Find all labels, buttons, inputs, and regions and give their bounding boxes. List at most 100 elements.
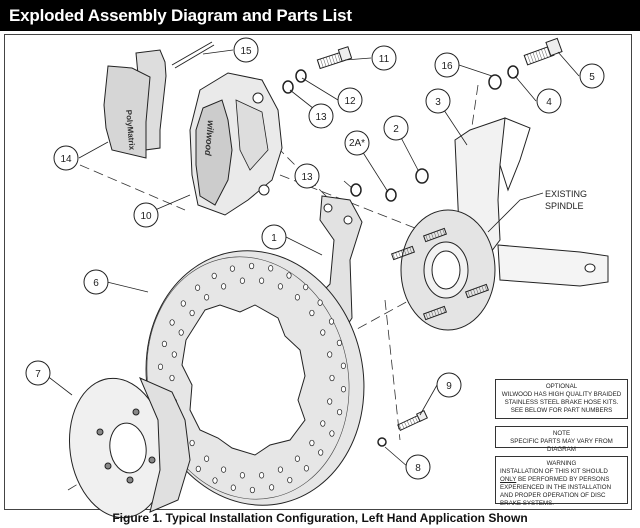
rotor-drill-hole (277, 466, 283, 473)
washer-13-mid (350, 183, 362, 197)
rotor-drill-hole (327, 398, 333, 405)
rotor-drill-hole (169, 319, 175, 326)
callout-3: 3 (425, 88, 451, 114)
rotor-drill-hole (211, 272, 217, 280)
rotor-drill-hole (329, 374, 335, 382)
rotor-drill-hole (189, 439, 195, 447)
callout-10: 10 (133, 202, 159, 228)
rotor-drill-hole (157, 363, 164, 370)
rotor-drill-hole (212, 477, 218, 484)
svg-text:9: 9 (446, 381, 452, 392)
callouts: 15 11 16 5 12 4 13 3 2A* 2 14 13 10 1 6 … (25, 37, 605, 480)
rotor (145, 250, 365, 506)
callout-9: 9 (436, 372, 462, 398)
washer-12 (295, 69, 307, 83)
rotor-drill-hole (329, 430, 335, 437)
pad-brand-text: PolyMatrix (124, 109, 137, 151)
bleed-screw (397, 410, 428, 432)
rotor-drill-hole (230, 484, 236, 491)
svg-text:8: 8 (415, 463, 421, 474)
rotor-drill-hole (268, 265, 274, 272)
svg-text:2A*: 2A* (349, 138, 365, 149)
rotor-drill-hole (229, 265, 235, 272)
rotor-drill-hole (294, 294, 300, 301)
note-body: SPECIFIC PARTS MAY VARY FROM DIAGRAM (510, 438, 613, 453)
rotor-drill-hole (337, 408, 343, 416)
svg-text:16: 16 (441, 61, 453, 72)
optional-note: OPTIONAL WILWOOD HAS HIGH QUALITY BRAIDE… (495, 379, 628, 419)
pad-retainer-pin (171, 41, 215, 69)
rotor-drill-hole (317, 299, 323, 306)
rotor-drill-hole (269, 484, 275, 491)
rotor-drill-hole (309, 439, 315, 447)
caliper-brand-text: wilwood (203, 120, 216, 157)
svg-text:12: 12 (344, 96, 356, 107)
rotor-drill-hole (171, 351, 177, 358)
callout-16: 16 (434, 52, 460, 78)
washer-16 (488, 74, 502, 90)
callout-6: 6 (83, 269, 109, 295)
washer-8 (377, 437, 387, 447)
svg-text:14: 14 (60, 154, 72, 165)
rotor-drill-hole (239, 472, 245, 479)
callout-8: 8 (405, 454, 431, 480)
spindle-label-line1: EXISTING (545, 189, 587, 199)
brake-pads: PolyMatrix (103, 49, 167, 159)
svg-text:6: 6 (93, 278, 99, 289)
rotor-drill-hole (303, 283, 309, 291)
caliper-bolt (316, 46, 353, 70)
optional-note-title: OPTIONAL (545, 383, 578, 390)
washer-2 (415, 168, 429, 184)
svg-text:1: 1 (271, 233, 277, 244)
rotor-drill-hole (327, 351, 333, 358)
svg-text:5: 5 (589, 72, 595, 83)
callout-1: 1 (261, 224, 287, 250)
rotor-drill-hole (309, 309, 315, 317)
svg-text:4: 4 (546, 97, 552, 108)
page-title: Exploded Assembly Diagram and Parts List (9, 6, 352, 25)
rotor-drill-hole (294, 455, 300, 462)
rotor-drill-hole (195, 465, 201, 473)
note-title: NOTE (552, 430, 571, 437)
rotor-drill-hole (161, 340, 167, 348)
rotor-drill-hole (328, 318, 335, 325)
rotor-drill-hole (340, 362, 346, 369)
svg-text:10: 10 (140, 211, 152, 222)
washer-2a (385, 188, 397, 202)
warning-emphasis: ONLY (500, 476, 517, 483)
rotor-drill-hole (221, 466, 227, 473)
rotor-drill-hole (286, 272, 292, 279)
rotor-drill-hole (221, 283, 227, 290)
svg-text:7: 7 (35, 369, 41, 380)
svg-text:15: 15 (240, 46, 252, 57)
spindle-bolt (523, 37, 563, 66)
rotor-drill-hole (204, 294, 210, 301)
callout-5: 5 (579, 63, 605, 89)
rotor-hat (68, 377, 191, 519)
figure-caption: Figure 1. Typical Installation Configura… (112, 511, 528, 525)
rotor-drill-hole (169, 374, 175, 382)
rotor-drill-hole (320, 420, 326, 427)
svg-text:11: 11 (379, 54, 390, 65)
callout-7: 7 (25, 360, 51, 386)
callout-2a: 2A* (344, 130, 370, 156)
hub-assembly (390, 209, 496, 331)
warning-box: WARNING INSTALLATION OF THIS KIT SHOULD … (495, 456, 628, 507)
callout-11: 11 (371, 45, 397, 71)
rotor-drill-hole (336, 339, 342, 347)
callout-4: 4 (536, 88, 562, 114)
rotor-drill-hole (320, 329, 326, 336)
svg-text:2: 2 (393, 124, 399, 135)
warning-body: INSTALLATION OF THIS KIT SHOULD ONLY BE … (500, 468, 612, 507)
rotor-drill-hole (204, 455, 210, 462)
rotor-drill-hole (318, 449, 324, 456)
nut-4 (507, 65, 519, 79)
callout-15: 15 (233, 37, 259, 63)
rotor-drill-hole (303, 465, 309, 472)
rotor-drill-hole (180, 300, 186, 307)
svg-text:13: 13 (301, 172, 313, 183)
rotor-drill-hole (277, 283, 283, 290)
callout-13-top: 13 (308, 103, 334, 129)
spindle-label-line2: SPINDLE (545, 201, 584, 211)
svg-text:3: 3 (435, 97, 441, 108)
